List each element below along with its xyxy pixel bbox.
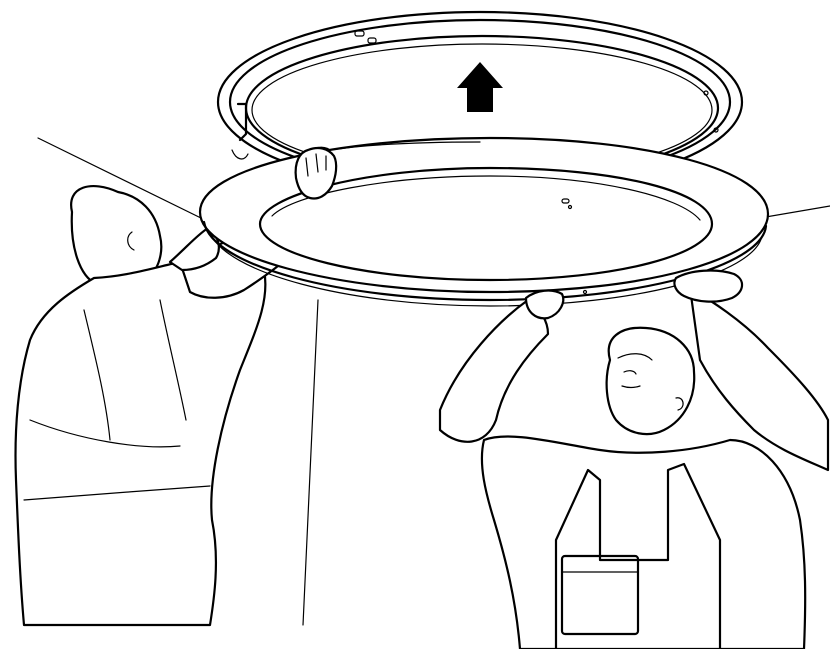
right-worker (440, 271, 828, 649)
